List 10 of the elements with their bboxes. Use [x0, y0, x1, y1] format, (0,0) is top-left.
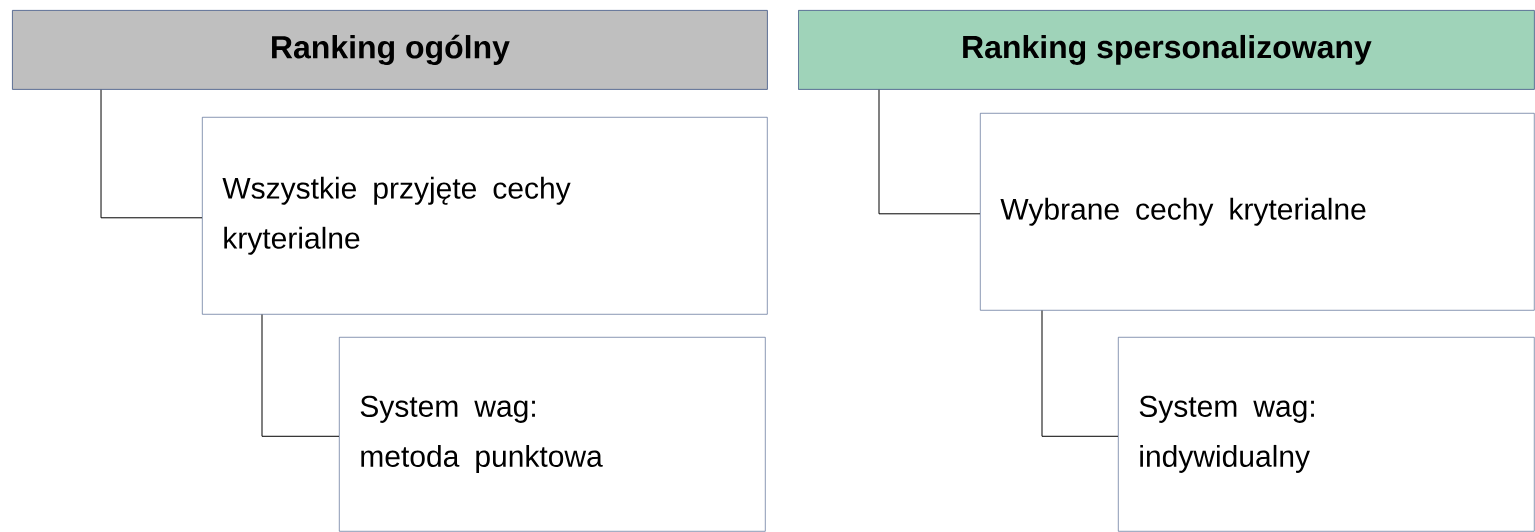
connector-line — [878, 89, 981, 215]
text-box: System wag: indywidualny — [1118, 337, 1535, 532]
title-box: Ranking spersonalizowany — [798, 10, 1535, 90]
text-box: System wag: metoda punktowa — [339, 337, 766, 532]
connector-line — [100, 89, 203, 219]
connector-line — [261, 314, 340, 437]
connector-line — [1041, 310, 1119, 437]
title-box: Ranking ogólny — [12, 10, 768, 90]
text-box: Wszystkie przyjęte cechy kryterialne — [202, 117, 768, 315]
text-box: Wybrane cechy kryterialne — [980, 113, 1535, 311]
